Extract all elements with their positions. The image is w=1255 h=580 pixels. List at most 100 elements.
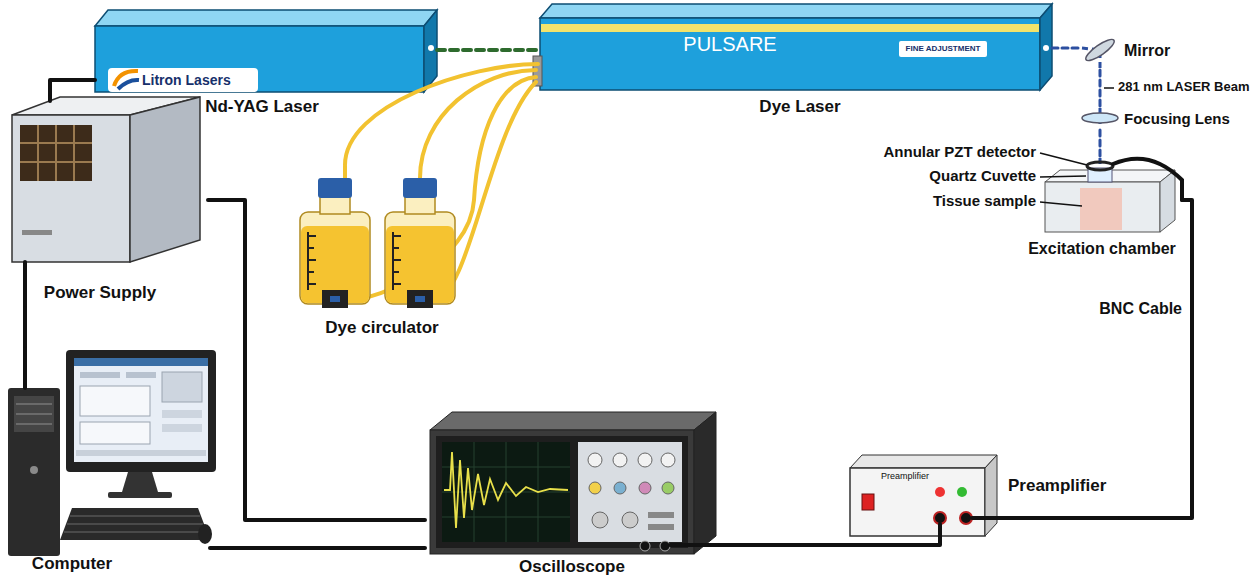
device-label: Preamplifier <box>1008 476 1106 496</box>
computer-illustration <box>14 396 54 432</box>
device-label: FINE ADJUSTMENT <box>906 44 981 53</box>
dye-bottle <box>308 232 316 290</box>
nd-yag-laser-body <box>95 10 437 92</box>
dye-bottle <box>405 196 435 214</box>
oscilloscope-illustration <box>592 512 608 528</box>
preamplifier-box <box>850 468 985 536</box>
preamplifier-box <box>957 487 967 497</box>
dye-laser-body <box>1040 4 1052 90</box>
computer-illustration <box>64 516 206 532</box>
dye-bottle <box>318 178 352 198</box>
computer-illustration <box>30 466 38 474</box>
oscilloscope-illustration <box>436 436 688 548</box>
laser-node: PULSAREFINE ADJUSTMENTDye Laser <box>538 4 1052 120</box>
oscilloscope-illustration <box>648 512 674 518</box>
oscilloscope-illustration <box>430 412 716 430</box>
computer-illustration <box>80 422 150 444</box>
computer-illustration <box>198 524 212 544</box>
computer-illustration <box>66 350 216 472</box>
oscilloscope-illustration <box>694 412 716 554</box>
dye-laser-body <box>540 18 1040 90</box>
leader-line <box>1104 87 1114 89</box>
dye-bottle <box>407 290 433 308</box>
nd-yag-laser-body <box>108 68 258 92</box>
laser-beam <box>1099 130 1102 158</box>
cable <box>720 542 940 545</box>
mirror-node: Mirror <box>1082 36 1192 70</box>
computer-illustration <box>80 386 150 416</box>
dye-laser-body <box>540 4 1052 18</box>
lens-node: Focusing Lens <box>1082 108 1250 130</box>
device-label: Computer <box>32 554 112 574</box>
oscilloscope-node: Oscilloscope <box>425 410 720 579</box>
nd-yag-laser-body <box>95 10 437 26</box>
oscilloscope-illustration <box>442 442 570 542</box>
oscilloscope-illustration <box>614 482 626 494</box>
dye-bottle <box>300 178 455 308</box>
computer-illustration <box>8 388 60 556</box>
preamplifier-box <box>862 494 874 510</box>
dye-bottle <box>320 196 350 214</box>
computer-illustration <box>126 372 156 378</box>
computer-illustration <box>76 450 206 456</box>
cable <box>208 200 425 520</box>
preamplifier-node: PreamplifierPreamplifier <box>840 450 1120 542</box>
device-label: Focusing Lens <box>1124 110 1230 127</box>
laser-beam <box>1052 47 1082 50</box>
preamplifier-box <box>850 455 997 536</box>
computer-illustration <box>74 358 208 366</box>
oscilloscope-illustration <box>430 430 694 554</box>
laser-beam <box>1099 70 1102 108</box>
chamber-node: Excitation chamber <box>1020 158 1182 266</box>
cable <box>23 308 27 346</box>
oscilloscope-illustration <box>442 442 570 542</box>
dye-tube <box>343 166 347 178</box>
power-supply-tower <box>12 97 200 262</box>
preamplifier-box <box>935 487 945 497</box>
dye-bottle <box>415 296 425 302</box>
device-label: Litron Lasers <box>142 72 231 88</box>
oscilloscope-illustration <box>430 412 716 554</box>
part-label: Annular PZT detector <box>883 143 1036 160</box>
device-label: Preamplifier <box>881 471 929 481</box>
dye-bottle <box>322 290 348 308</box>
laser-beam <box>1082 48 1100 166</box>
signal-wire <box>23 346 27 388</box>
power-supply-tower <box>20 125 92 181</box>
dye-laser-body <box>541 24 1039 32</box>
excitation-chamber <box>1087 162 1113 170</box>
oscilloscope-illustration <box>638 453 652 467</box>
oscilloscope-illustration <box>589 482 601 494</box>
signal-wire <box>972 516 1120 520</box>
laser-beam <box>437 48 538 52</box>
part-label: Tissue sample <box>933 192 1036 209</box>
cable-label: BNC Cable <box>1097 300 1184 318</box>
preamplifier-box <box>985 455 997 536</box>
oscilloscope-illustration <box>661 453 675 467</box>
dye-laser-body <box>1043 45 1049 51</box>
oscilloscope-illustration <box>648 524 674 530</box>
nd-yag-laser-body <box>95 26 424 92</box>
dye-laser-body <box>533 4 1052 90</box>
computer-node: Computer <box>4 346 219 576</box>
oscilloscope-illustration <box>613 453 627 467</box>
computer-illustration <box>74 358 208 462</box>
dye-bottle <box>403 178 437 198</box>
cable <box>50 80 95 94</box>
device-label: Oscilloscope <box>519 557 625 577</box>
computer-illustration <box>108 492 172 498</box>
device-label: Dye circulator <box>325 318 438 338</box>
signal-wire <box>25 94 1182 548</box>
nd-yag-laser-body <box>424 10 437 92</box>
computer-illustration <box>162 372 202 402</box>
oscilloscope-illustration <box>640 541 650 551</box>
power-supply-node: Power Supply <box>8 94 208 308</box>
dye-bottle <box>393 232 401 290</box>
oscilloscope-illustration <box>639 482 651 494</box>
excitation-chamber <box>1160 170 1175 232</box>
computer-illustration <box>60 508 210 540</box>
leader-line <box>1040 176 1086 177</box>
device-label: Nd-YAG Laser <box>205 97 319 117</box>
computer-illustration <box>162 410 202 418</box>
oscilloscope-illustration <box>444 452 568 528</box>
